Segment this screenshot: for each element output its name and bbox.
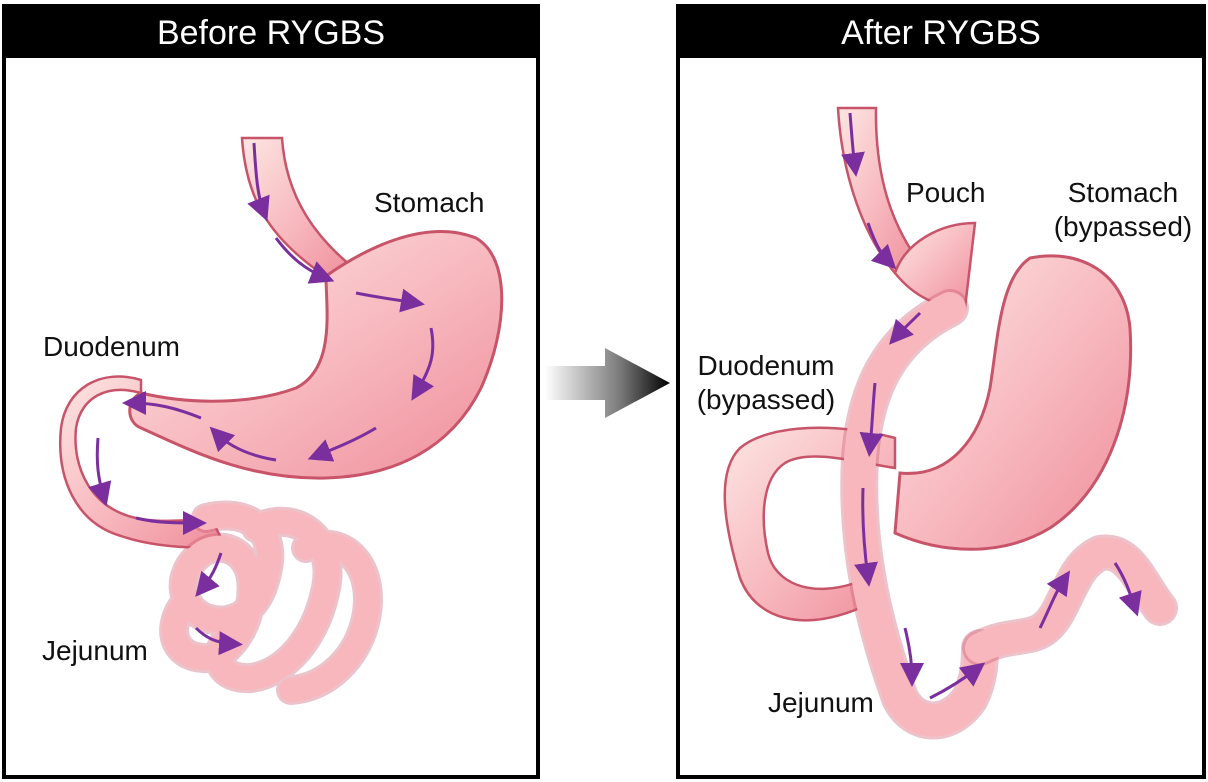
label-duodenum-bypassed-line2: (bypassed) — [688, 383, 844, 417]
label-stomach: Stomach — [374, 186, 485, 220]
esophagus — [242, 138, 356, 278]
panel-after: After RYGBS — [676, 4, 1206, 779]
label-duodenum-bypassed: Duodenum (bypassed) — [688, 349, 844, 417]
label-jejunum: Jejunum — [768, 686, 874, 720]
label-pouch: Pouch — [906, 176, 985, 210]
label-jejunum: Jejunum — [42, 634, 148, 668]
label-duodenum-bypassed-line1: Duodenum — [688, 349, 844, 383]
label-stomach-bypassed: Stomach (bypassed) — [1046, 176, 1200, 244]
transition-arrow-icon — [545, 348, 670, 418]
label-stomach-bypassed-line1: Stomach — [1046, 176, 1200, 210]
panel-before: Before RYGBS — [2, 4, 540, 779]
label-stomach-bypassed-line2: (bypassed) — [1046, 210, 1200, 244]
label-duodenum: Duodenum — [43, 330, 180, 364]
